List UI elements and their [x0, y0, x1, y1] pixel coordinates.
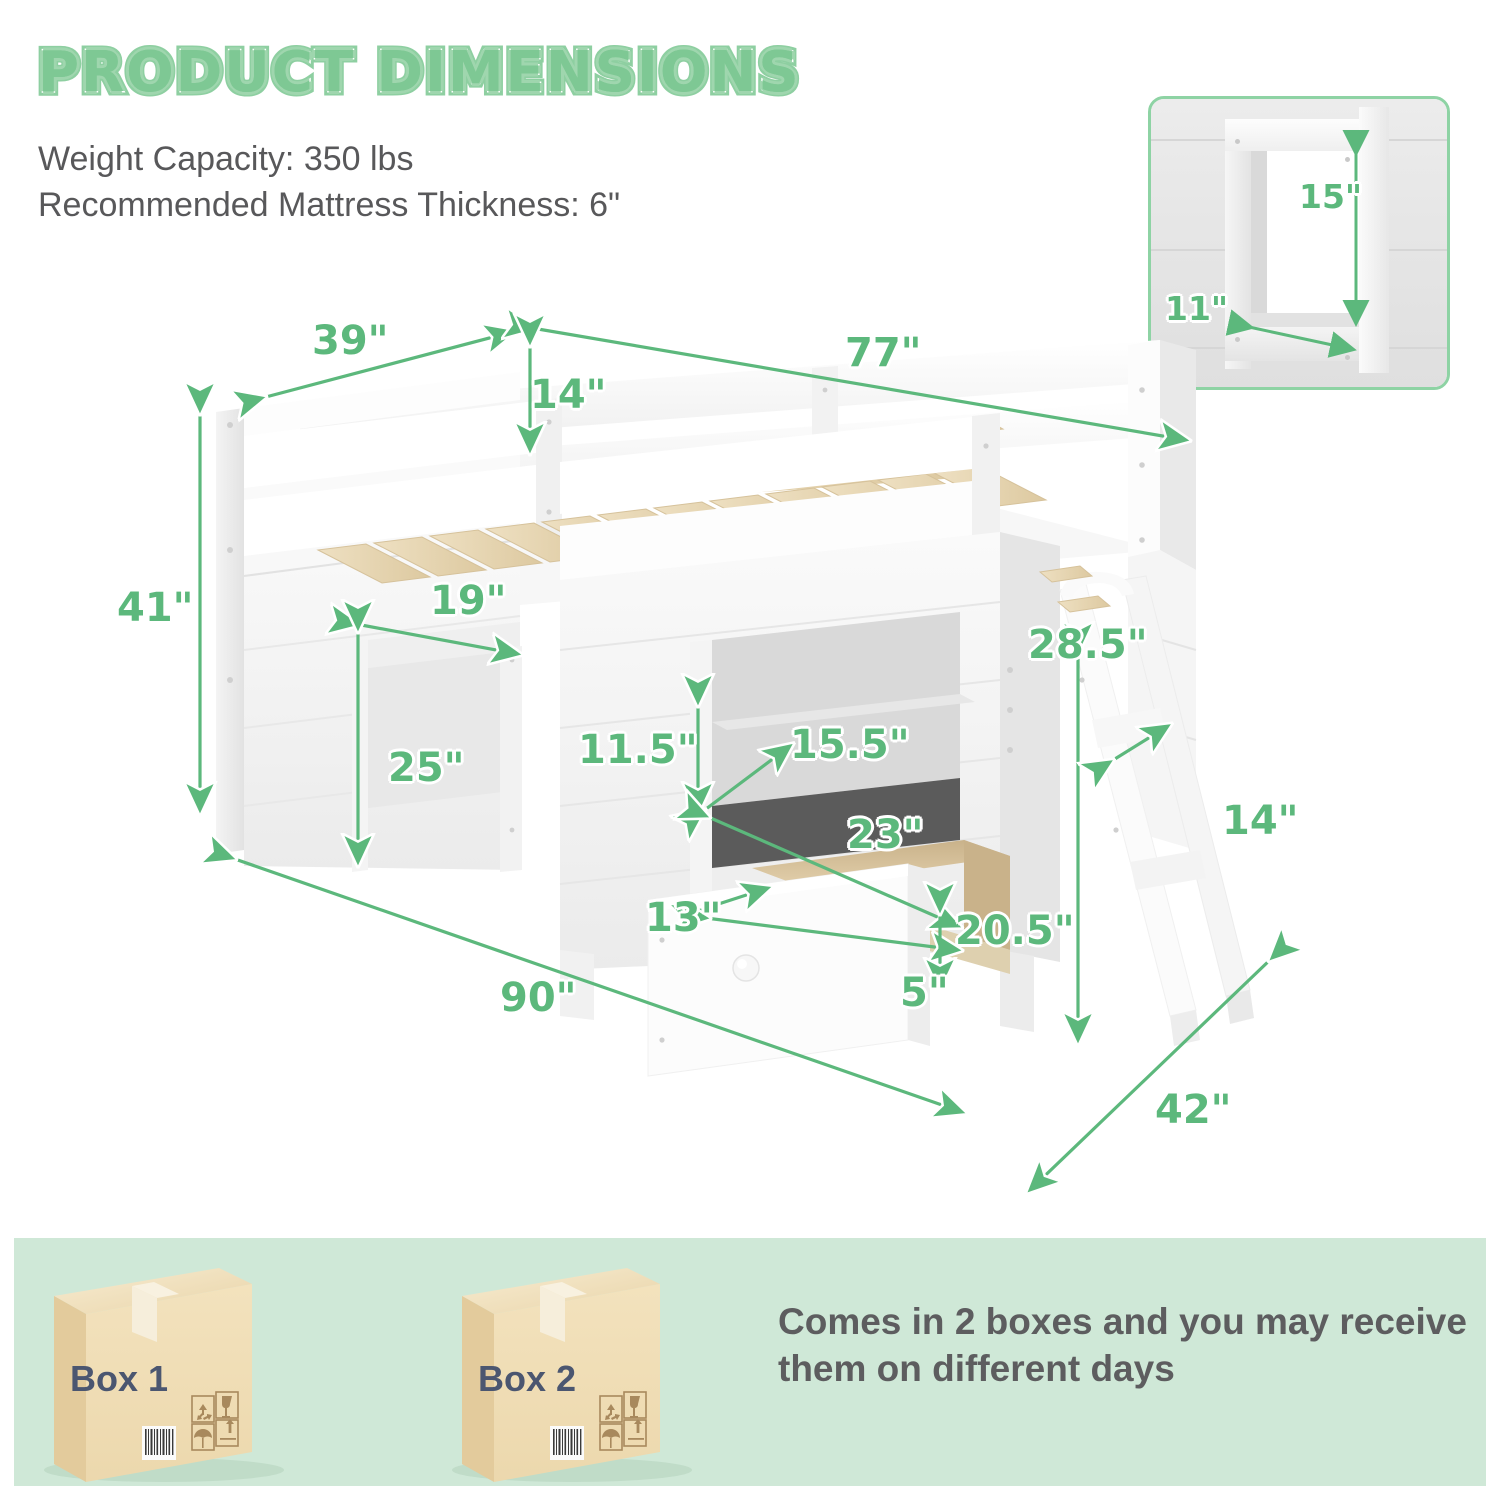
page-title: PRODUCT DIMENSIONS [37, 39, 801, 107]
keep-dry-umbrella-icon [194, 1429, 212, 1448]
box-2 [452, 1268, 692, 1482]
dim-drawer-front: 13" [645, 895, 722, 941]
barcode-icon [550, 1426, 584, 1460]
dim-opening-width: 11" [1165, 289, 1229, 328]
dim-cubby-height: 11.5" [578, 727, 698, 773]
cubby-opening-inset: 15" 11" [1148, 96, 1450, 390]
dim-drawer-height: 5" [900, 970, 949, 1016]
barcode-icon [142, 1426, 176, 1460]
dim-desk-width: 19" [430, 578, 507, 624]
dim-drawer-depth: 20.5" [955, 908, 1075, 954]
shipping-boxes [44, 1268, 692, 1482]
slat-ends-at-ladder [1038, 565, 1112, 613]
inset-opening [1251, 151, 1359, 327]
shipping-icon-grid [191, 1391, 239, 1451]
dim-desk-clearance: 25" [388, 745, 465, 791]
shipping-note: Comes in 2 boxes and you may receive the… [778, 1301, 1467, 1390]
dim-total-length: 90" [500, 975, 577, 1021]
recycle-icon [605, 1404, 620, 1420]
dim-bed-width: 39" [312, 318, 389, 364]
screw-icon [1235, 139, 1240, 144]
box-1 [44, 1268, 284, 1482]
dim-bed-length: 77" [845, 330, 922, 376]
weight-capacity-text: Weight Capacity: 350 lbs [38, 140, 414, 178]
dim-cubby-depth: 15.5" [790, 722, 910, 768]
box-2-label: Box 2 [478, 1358, 577, 1399]
inset-opening-inner-left [1251, 151, 1267, 327]
dim-total-height: 41" [117, 585, 194, 631]
fragile-glass-icon [222, 1396, 232, 1418]
page-title-outline: PRODUCT DIMENSIONS [34, 36, 804, 110]
mattress-thickness-text: Recommended Mattress Thickness: 6" [38, 186, 621, 224]
dim-ladder-height: 28.5" [1028, 622, 1148, 668]
dim-cubby-width: 23" [847, 812, 924, 858]
this-side-up-icon [628, 1419, 644, 1440]
recycle-icon [197, 1404, 212, 1420]
box-1-label: Box 1 [70, 1358, 169, 1399]
bed-illustration [0, 250, 1500, 1240]
keep-dry-umbrella-icon [602, 1429, 620, 1448]
dim-total-depth: 42" [1155, 1087, 1232, 1133]
inset-dimension-arrows [1225, 130, 1370, 358]
dim-ladder-rung: 14" [1222, 798, 1299, 844]
this-side-up-icon [220, 1419, 236, 1440]
fragile-glass-icon [630, 1396, 640, 1418]
dim-guardrail: 14" [530, 372, 607, 418]
dimension-arrows [200, 328, 1272, 1190]
shipping-info-band [14, 1238, 1486, 1486]
dim-opening-height: 15" [1299, 177, 1363, 216]
